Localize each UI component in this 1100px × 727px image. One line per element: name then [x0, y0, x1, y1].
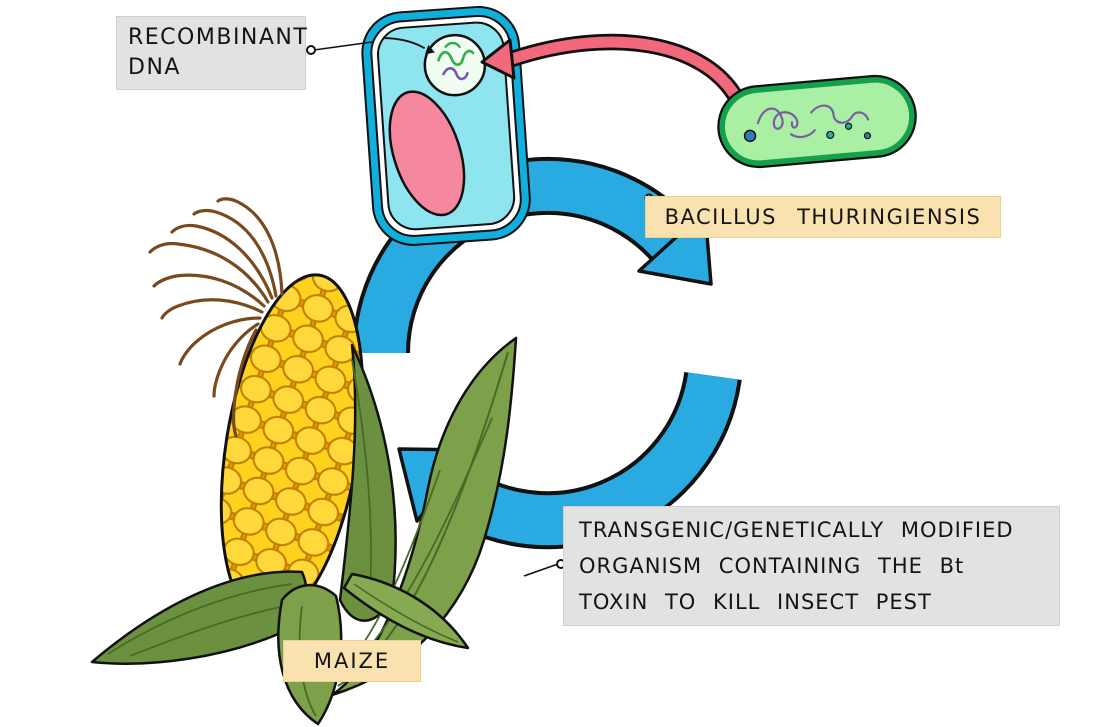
- plasmid-dot: [743, 129, 757, 143]
- recombinant-leader-dot: [306, 45, 316, 55]
- maize-label-text: MAIZE: [313, 649, 391, 673]
- recombinant-dna-label-line1: RECOMBINANT: [128, 25, 309, 50]
- ribosome-dot: [826, 130, 835, 139]
- transgenic-organism-label-line2: ORGANISM CONTAINING THE Bt: [579, 554, 965, 578]
- bacillus-thuringiensis-label: BACILLUS THURINGIENSIS: [645, 196, 1001, 238]
- transgenic-organism-label-line3: TOXIN TO KILL INSECT PEST: [579, 590, 932, 614]
- bacterium-illustration: [717, 74, 917, 169]
- corn-leaves: [90, 336, 518, 726]
- leaf-big-right: [330, 336, 518, 697]
- gene-arrowhead-icon: [480, 38, 516, 80]
- recombinant-dna-strands: [437, 41, 475, 81]
- leaf-small-right: [342, 572, 470, 650]
- plant-cell-illustration: [361, 5, 531, 246]
- leaf-left: [90, 570, 308, 665]
- gene-arrow-shaft: [510, 36, 742, 102]
- maize-label: MAIZE: [283, 640, 421, 682]
- cell-wall: [363, 7, 529, 244]
- recombinant-leader-line: [313, 41, 373, 51]
- maize-illustration: [90, 197, 518, 726]
- corn-silk: [148, 197, 284, 438]
- transgenic-leader-line: [523, 563, 559, 577]
- bacterial-dna: [756, 104, 870, 139]
- bacillus-thuringiensis-label-text: BACILLUS THURINGIENSIS: [664, 205, 982, 229]
- recombinant-dna-label-line2: DNA: [128, 55, 181, 80]
- gene-transfer-arrow: [480, 33, 745, 104]
- ribosome-dot: [863, 132, 872, 140]
- transgenic-organism-label: TRANSGENIC/GENETICALLY MODIFIED ORGANISM…: [563, 506, 1060, 626]
- recombinant-dna-label: RECOMBINANT DNA: [116, 16, 309, 90]
- nucleus-pointer-arrow-icon: [383, 37, 435, 55]
- bacterium-body: [719, 77, 915, 166]
- ribosome-dot: [844, 122, 853, 130]
- vacuole: [388, 90, 466, 217]
- transgenic-organism-label-line1: TRANSGENIC/GENETICALLY MODIFIED: [579, 518, 1014, 542]
